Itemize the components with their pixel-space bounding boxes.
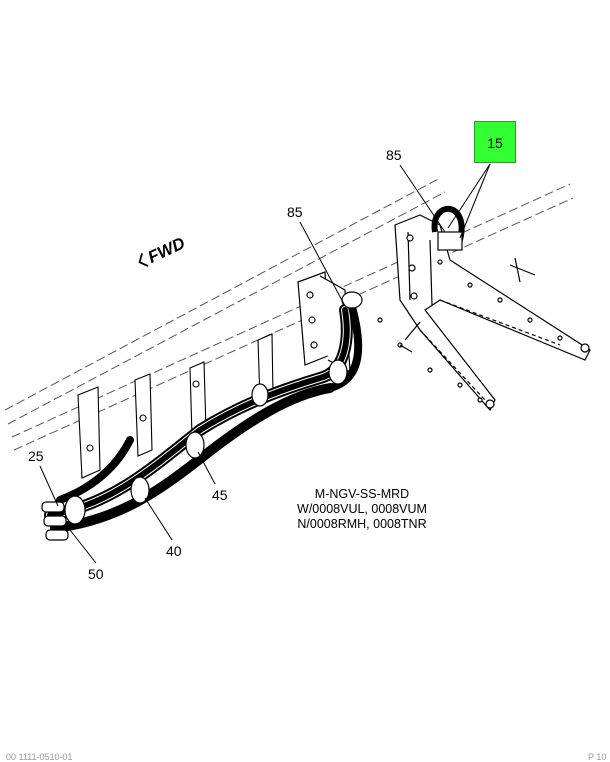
callout-85-top: 85 (386, 147, 402, 163)
footer-left-code: 00 1111-0510-01 (6, 752, 73, 762)
callout-50: 50 (88, 566, 104, 582)
callout-85-middle: 85 (287, 204, 303, 220)
hose-bundle (44, 296, 363, 533)
footer-right-code: P 10 (588, 752, 607, 762)
applicability-note: M-NGV-SS-MRD W/0008VUL, 0008VUM N/0008RM… (262, 487, 462, 532)
crossmember-bracket (377, 214, 591, 412)
note-line-3: N/0008RMH, 0008TNR (297, 517, 427, 531)
fwd-label: FWD (145, 233, 188, 267)
left-brackets (77, 333, 274, 479)
callout-25: 25 (28, 448, 44, 464)
note-line-2: W/0008VUL, 0008VUM (297, 502, 427, 516)
clamps (64, 291, 363, 525)
callout-15-highlight[interactable]: 15 (474, 121, 516, 163)
callout-45: 45 (212, 487, 228, 503)
part-15-hose-loop (431, 205, 465, 251)
callout-40: 40 (166, 543, 182, 559)
fwd-indicator: FWD (138, 233, 188, 267)
forward-arrow-icon (138, 253, 149, 267)
leader-lines (39, 163, 491, 564)
callout-15: 15 (487, 135, 503, 151)
hose-ends (41, 501, 69, 541)
note-line-1: M-NGV-SS-MRD (314, 487, 410, 501)
frame-rail (4, 177, 574, 451)
